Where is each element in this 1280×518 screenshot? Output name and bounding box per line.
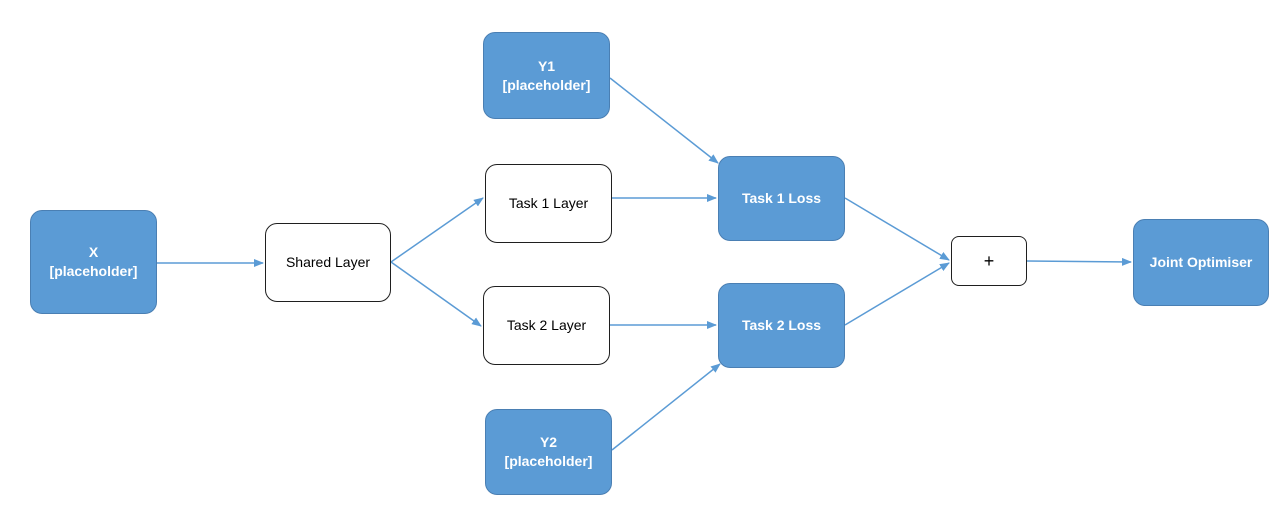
node-title: X [88,244,99,260]
node-label: Task 2 Layer [506,317,587,333]
edge-shared-to-task2-layer [390,261,482,327]
shared-layer-node: Shared Layer [265,223,391,302]
target-y2-node: Y2 [placeholder] [485,409,612,495]
task2-layer-node: Task 2 Layer [483,286,610,365]
node-label: Shared Layer [285,254,371,270]
task2-loss-node: Task 2 Loss [718,283,845,368]
task1-layer-node: Task 1 Layer [485,164,612,243]
node-title: Y2 [539,434,558,450]
input-x-node: X [placeholder] [30,210,157,314]
node-title: Y1 [537,57,556,74]
edge-shared-to-task1-layer [390,197,484,263]
plus-symbol: + [983,250,995,271]
edge-task1-loss-to-plus [844,197,950,261]
joint-optimiser-node: Joint Optimiser [1133,219,1269,306]
node-label: Task 1 Loss [741,190,822,206]
node-subtitle: [placeholder] [49,263,138,279]
node-subtitle: [placeholder] [502,76,591,93]
node-subtitle: [placeholder] [504,453,593,469]
target-y1-node: Y1 [placeholder] [483,32,610,119]
edge-plus-to-joint-optimiser [1026,257,1132,266]
node-label: Task 1 Layer [508,195,589,211]
edge-task2-loss-to-plus [844,262,950,326]
task1-loss-node: Task 1 Loss [718,156,845,241]
edge-y2-to-task2-loss [611,363,721,451]
node-label: Task 2 Loss [741,317,822,333]
node-label: Joint Optimiser [1149,254,1253,270]
sum-operator-node: + [951,236,1027,286]
edge-y1-to-task1-loss [609,77,719,164]
